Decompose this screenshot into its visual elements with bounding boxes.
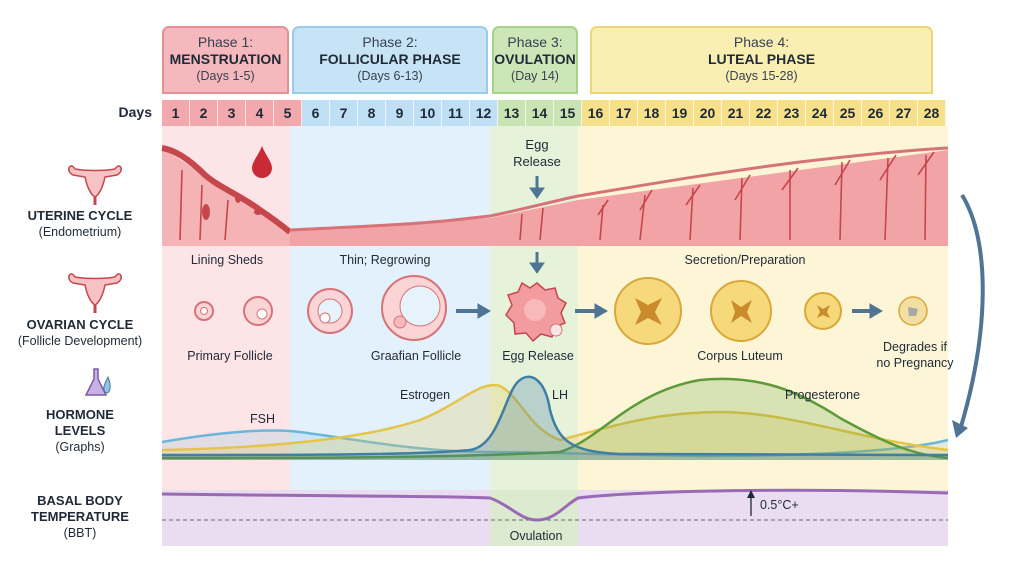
day-cell: 1 — [162, 100, 190, 126]
egg-release-down-arrow — [529, 176, 545, 274]
row-title: UTERINE CYCLE — [27, 208, 133, 223]
phase-days: (Days 15-28) — [725, 69, 798, 83]
day-cell: 18 — [638, 100, 666, 126]
ovulation-bbt-caption: Ovulation — [509, 529, 563, 543]
phase-days: (Days 1-5) — [196, 69, 255, 83]
day-cell: 16 — [582, 100, 610, 126]
estrogen-curve-area — [162, 385, 948, 460]
degrades-caption: Degrades if no Pregnancy — [876, 340, 954, 370]
hormone-graph — [161, 375, 949, 460]
bbt-curve — [161, 488, 949, 522]
phase-label: Phase 3: — [507, 34, 563, 50]
graafian-follicle-caption: Graafian Follicle — [370, 349, 462, 363]
day-cell: 15 — [554, 100, 582, 126]
phase-days: (Days 6-13) — [357, 69, 423, 83]
cycle-return-arrow — [958, 193, 985, 431]
estrogen-curve — [161, 383, 949, 452]
day-cell: 21 — [722, 100, 750, 126]
uterus-icon — [68, 165, 122, 205]
phase-label: Phase 2: — [362, 34, 418, 50]
ovarian-cycle-label: OVARIAN CYCLE (Follicle Development) — [0, 317, 160, 349]
lh-label: LH — [552, 388, 568, 402]
day-cell: 24 — [806, 100, 834, 126]
days-label: Days — [118, 104, 152, 120]
arrow-right-icon — [456, 303, 883, 319]
hormone-levels-label: HORMONE LEVELS (Graphs) — [0, 407, 160, 455]
fsh-curve-area — [162, 430, 948, 460]
regrowing-caption: Thin; Regrowing — [339, 253, 431, 267]
row-title: TEMPERATURE — [31, 509, 129, 524]
uterus-icon — [68, 273, 122, 313]
bbt-rise-caption: 0.5°C+ — [760, 498, 799, 512]
day-cell: 11 — [442, 100, 470, 126]
corpus-luteum-caption: Corpus Luteum — [697, 349, 783, 363]
egg-release-caption: Egg Release — [513, 137, 561, 169]
row-title: BASAL BODY — [37, 493, 123, 508]
row-title: OVARIAN CYCLE — [26, 317, 134, 332]
row-subtitle: (BBT) — [63, 526, 97, 540]
phase-days: (Day 14) — [511, 69, 559, 83]
day-cell: 3 — [218, 100, 246, 126]
uterine-cycle-label: UTERINE CYCLE (Endometrium) — [0, 208, 160, 240]
row-title: LEVELS — [54, 423, 106, 438]
day-cell: 17 — [610, 100, 638, 126]
primary-follicle-caption: Primary Follicle — [187, 349, 273, 363]
day-cell: 4 — [246, 100, 274, 126]
day-cell: 12 — [470, 100, 498, 126]
egg-release-follicle — [505, 281, 567, 343]
progesterone-curve-area — [162, 378, 948, 460]
estrogen-label: Estrogen — [400, 388, 451, 402]
day-cell: 10 — [414, 100, 442, 126]
secretion-caption: Secretion/Preparation — [684, 253, 806, 267]
follicle-graafian — [307, 275, 447, 341]
phase-luteal-header: Phase 4: LUTEAL PHASE (Days 15-28) — [590, 26, 933, 94]
fsh-label: FSH — [250, 412, 275, 426]
lining-sheds-caption: Lining Sheds — [190, 253, 264, 267]
day-cell: 20 — [694, 100, 722, 126]
day-cell: 5 — [274, 100, 302, 126]
flask-icon — [84, 368, 111, 396]
day-cell: 27 — [890, 100, 918, 126]
day-cell: 14 — [526, 100, 554, 126]
lh-curve-area — [162, 376, 948, 460]
day-cell: 2 — [190, 100, 218, 126]
phase-ovulation-header: Phase 3: OVULATION (Day 14) — [492, 26, 578, 94]
day-cell: 26 — [862, 100, 890, 126]
egg-release-ovary-caption: Egg Release — [502, 349, 574, 363]
follicle-primary — [194, 296, 273, 326]
day-cell: 28 — [918, 100, 946, 126]
lh-curve — [161, 375, 949, 457]
progesterone-label: Progesterone — [785, 388, 861, 402]
day-cell: 9 — [386, 100, 414, 126]
day-cell: 19 — [666, 100, 694, 126]
day-cell: 23 — [778, 100, 806, 126]
phase-label: Phase 1: — [197, 34, 254, 50]
phase-name: LUTEAL PHASE — [707, 51, 816, 67]
day-cell: 13 — [498, 100, 526, 126]
day-cell: 22 — [750, 100, 778, 126]
phase-name: OVULATION — [494, 51, 576, 67]
phase-follicular-header: Phase 2: FOLLICULAR PHASE (Days 6-13) — [292, 26, 488, 94]
row-subtitle: (Graphs) — [55, 440, 105, 454]
row-subtitle: (Follicle Development) — [17, 334, 143, 348]
progesterone-curve — [161, 377, 949, 460]
phase-menstruation-header: Phase 1: MENSTRUATION (Days 1-5) — [162, 26, 289, 94]
corpus-luteum — [614, 277, 928, 345]
row-title: HORMONE — [46, 407, 114, 422]
row-subtitle: (Endometrium) — [38, 225, 122, 239]
blood-drop-icon — [252, 146, 272, 178]
day-cell: 6 — [302, 100, 330, 126]
endometrium — [161, 145, 949, 246]
phase-name: FOLLICULAR PHASE — [319, 51, 461, 67]
phase-name: MENSTRUATION — [169, 51, 282, 67]
day-cell: 7 — [330, 100, 358, 126]
day-cell: 25 — [834, 100, 862, 126]
follicular-bg — [290, 126, 490, 546]
day-cell: 8 — [358, 100, 386, 126]
phase-label: Phase 4: — [733, 34, 790, 50]
bbt-label: BASAL BODY TEMPERATURE (BBT) — [0, 493, 160, 541]
